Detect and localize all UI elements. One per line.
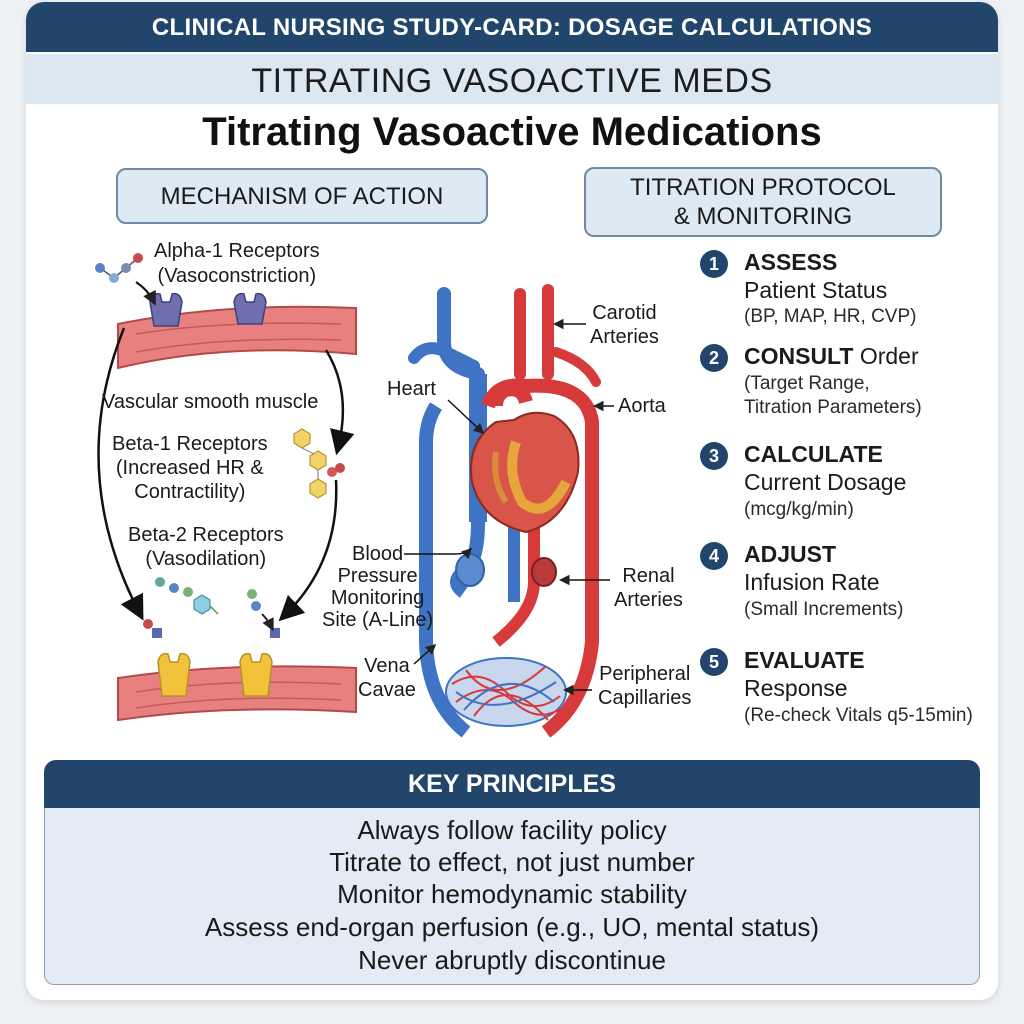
step-3-detail: (mcg/kg/min) bbox=[744, 499, 854, 520]
key-principles-heading: KEY PRINCIPLES bbox=[44, 760, 980, 808]
bp-site-label-line-2: Pressure bbox=[337, 565, 418, 587]
step-3-number: 3 bbox=[700, 442, 728, 470]
alpha1-receptor-right bbox=[233, 292, 267, 325]
beta1-label: Beta-1 Receptors (Increased HR & Contrac… bbox=[112, 432, 268, 504]
capillaries-label-line-2: Capillaries bbox=[598, 687, 692, 709]
beta1-label-line-3: Contractility) bbox=[134, 481, 246, 503]
top-banner: CLINICAL NURSING STUDY-CARD: DOSAGE CALC… bbox=[26, 2, 998, 52]
sub-banner: TITRATING VASOACTIVE MEDS bbox=[26, 54, 998, 104]
carotid-label-line-2: Arteries bbox=[590, 326, 659, 348]
capillaries-label-line-1: Peripheral bbox=[599, 663, 691, 685]
step-1-number: 1 bbox=[700, 250, 728, 278]
heart-label: Heart bbox=[387, 378, 436, 400]
principle-item: Monitor hemodynamic stability bbox=[337, 879, 687, 909]
alpha1-label: Alpha-1 Receptors (Vasoconstriction) bbox=[154, 239, 320, 289]
alpha1-label-line-2: (Vasoconstriction) bbox=[157, 265, 317, 287]
step-5-title: EVALUATE bbox=[744, 646, 865, 674]
alpha1-label-line-1: Alpha-1 Receptors bbox=[154, 240, 320, 262]
beta2-label-line-2: (Vasodilation) bbox=[145, 548, 267, 570]
smooth-muscle-bottom bbox=[117, 665, 357, 722]
carotid-label: Carotid Arteries bbox=[590, 301, 659, 349]
leader-heart bbox=[447, 399, 485, 435]
step-5-number: 5 bbox=[700, 648, 728, 676]
beta1-label-line-2: (Increased HR & bbox=[115, 457, 264, 479]
step-4-title: ADJUST bbox=[744, 540, 836, 568]
protocol-heading-line-2: & MONITORING bbox=[673, 203, 853, 230]
step-4-detail: (Small Increments) bbox=[744, 599, 904, 620]
leader-bp-site bbox=[404, 547, 473, 560]
beta-receptor-right bbox=[239, 652, 273, 697]
arrow-right-curve bbox=[278, 479, 338, 622]
step-1-detail: (BP, MAP, HR, CVP) bbox=[744, 306, 917, 327]
step-4-number: 4 bbox=[700, 542, 728, 570]
arrow-right-top-curve bbox=[324, 349, 355, 456]
study-card: CLINICAL NURSING STUDY-CARD: DOSAGE CALC… bbox=[26, 2, 998, 1000]
step-3-title: CALCULATE bbox=[744, 440, 883, 468]
renal-label: Renal Arteries bbox=[614, 564, 683, 612]
page-title: Titrating Vasoactive Medications bbox=[202, 110, 822, 154]
principle-item: Always follow facility policy bbox=[357, 815, 667, 845]
step-3-subtitle: Current Dosage bbox=[744, 469, 907, 495]
principle-item: Titrate to effect, not just number bbox=[329, 847, 695, 877]
diagram-illustration bbox=[95, 253, 614, 738]
arrow-left-curve bbox=[97, 327, 144, 621]
key-principles-box: Always follow facility policy Titrate to… bbox=[44, 808, 980, 985]
beta2-molecule-right bbox=[247, 589, 280, 638]
step-5-subtitle: Response bbox=[744, 675, 848, 701]
beta1-molecule bbox=[293, 428, 345, 499]
step-3-verb: CALCULATE bbox=[744, 441, 883, 467]
step-4-verb: ADJUST bbox=[744, 541, 837, 567]
renal-label-line-1: Renal bbox=[622, 565, 675, 587]
step-2-title: CONSULT Order bbox=[744, 342, 919, 370]
step-5-detail: (Re-check Vitals q5-15min) bbox=[744, 705, 973, 726]
principle-item: Assess end-organ perfusion (e.g., UO, me… bbox=[204, 912, 820, 942]
step-1-title: ASSESS bbox=[744, 248, 837, 276]
bp-site-label-line-4: Site (A-Line) bbox=[322, 609, 434, 631]
principle-item: Never abruptly discontinue bbox=[358, 945, 666, 975]
vena-cavae-label-line-1: Vena bbox=[364, 655, 410, 677]
step-2-rest: Order bbox=[853, 343, 919, 369]
step-2-detail-line-2: Titration Parameters) bbox=[744, 397, 922, 418]
beta2-label: Beta-2 Receptors (Vasodilation) bbox=[128, 523, 284, 571]
capillaries-label: Peripheral Capillaries bbox=[598, 662, 691, 710]
step-5-verb: EVALUATE bbox=[744, 647, 865, 673]
step-2-number: 2 bbox=[700, 344, 728, 372]
beta2-label-line-1: Beta-2 Receptors bbox=[128, 524, 284, 546]
bp-site-label: Blood Pressure Monitoring Site (A-Line) bbox=[322, 543, 433, 631]
mechanism-heading: MECHANISM OF ACTION bbox=[116, 168, 488, 224]
step-1-verb: ASSESS bbox=[744, 249, 838, 275]
carotid-label-line-1: Carotid bbox=[592, 302, 657, 324]
protocol-heading-line-1: TITRATION PROTOCOL bbox=[630, 174, 896, 201]
bp-site-label-line-3: Monitoring bbox=[330, 587, 425, 609]
beta-receptor-left bbox=[157, 652, 191, 697]
alpha1-molecule bbox=[95, 253, 156, 306]
vena-cavae-label-line-2: Cavae bbox=[358, 679, 416, 701]
step-1-subtitle: Patient Status bbox=[744, 277, 888, 303]
aorta-label: Aorta bbox=[618, 395, 666, 417]
beta2-molecule-left bbox=[143, 577, 219, 638]
step-2-verb: CONSULT bbox=[744, 343, 854, 369]
beta1-label-line-1: Beta-1 Receptors bbox=[112, 433, 268, 455]
mechanism-heading-label: MECHANISM OF ACTION bbox=[160, 182, 444, 210]
bp-site-label-line-1: Blood bbox=[352, 543, 404, 565]
step-2-detail-line-1: (Target Range, bbox=[744, 373, 870, 394]
alpha1-receptor-left bbox=[149, 292, 183, 327]
renal-label-line-2: Arteries bbox=[614, 589, 683, 611]
protocol-heading: TITRATION PROTOCOL & MONITORING bbox=[584, 167, 942, 237]
vena-cavae-label: Vena Cavae bbox=[358, 654, 416, 702]
leader-vena bbox=[413, 643, 437, 665]
smooth-muscle-label: Vascular smooth muscle bbox=[102, 391, 319, 413]
step-4-subtitle: Infusion Rate bbox=[744, 569, 880, 595]
circulatory-diagram bbox=[408, 284, 601, 738]
